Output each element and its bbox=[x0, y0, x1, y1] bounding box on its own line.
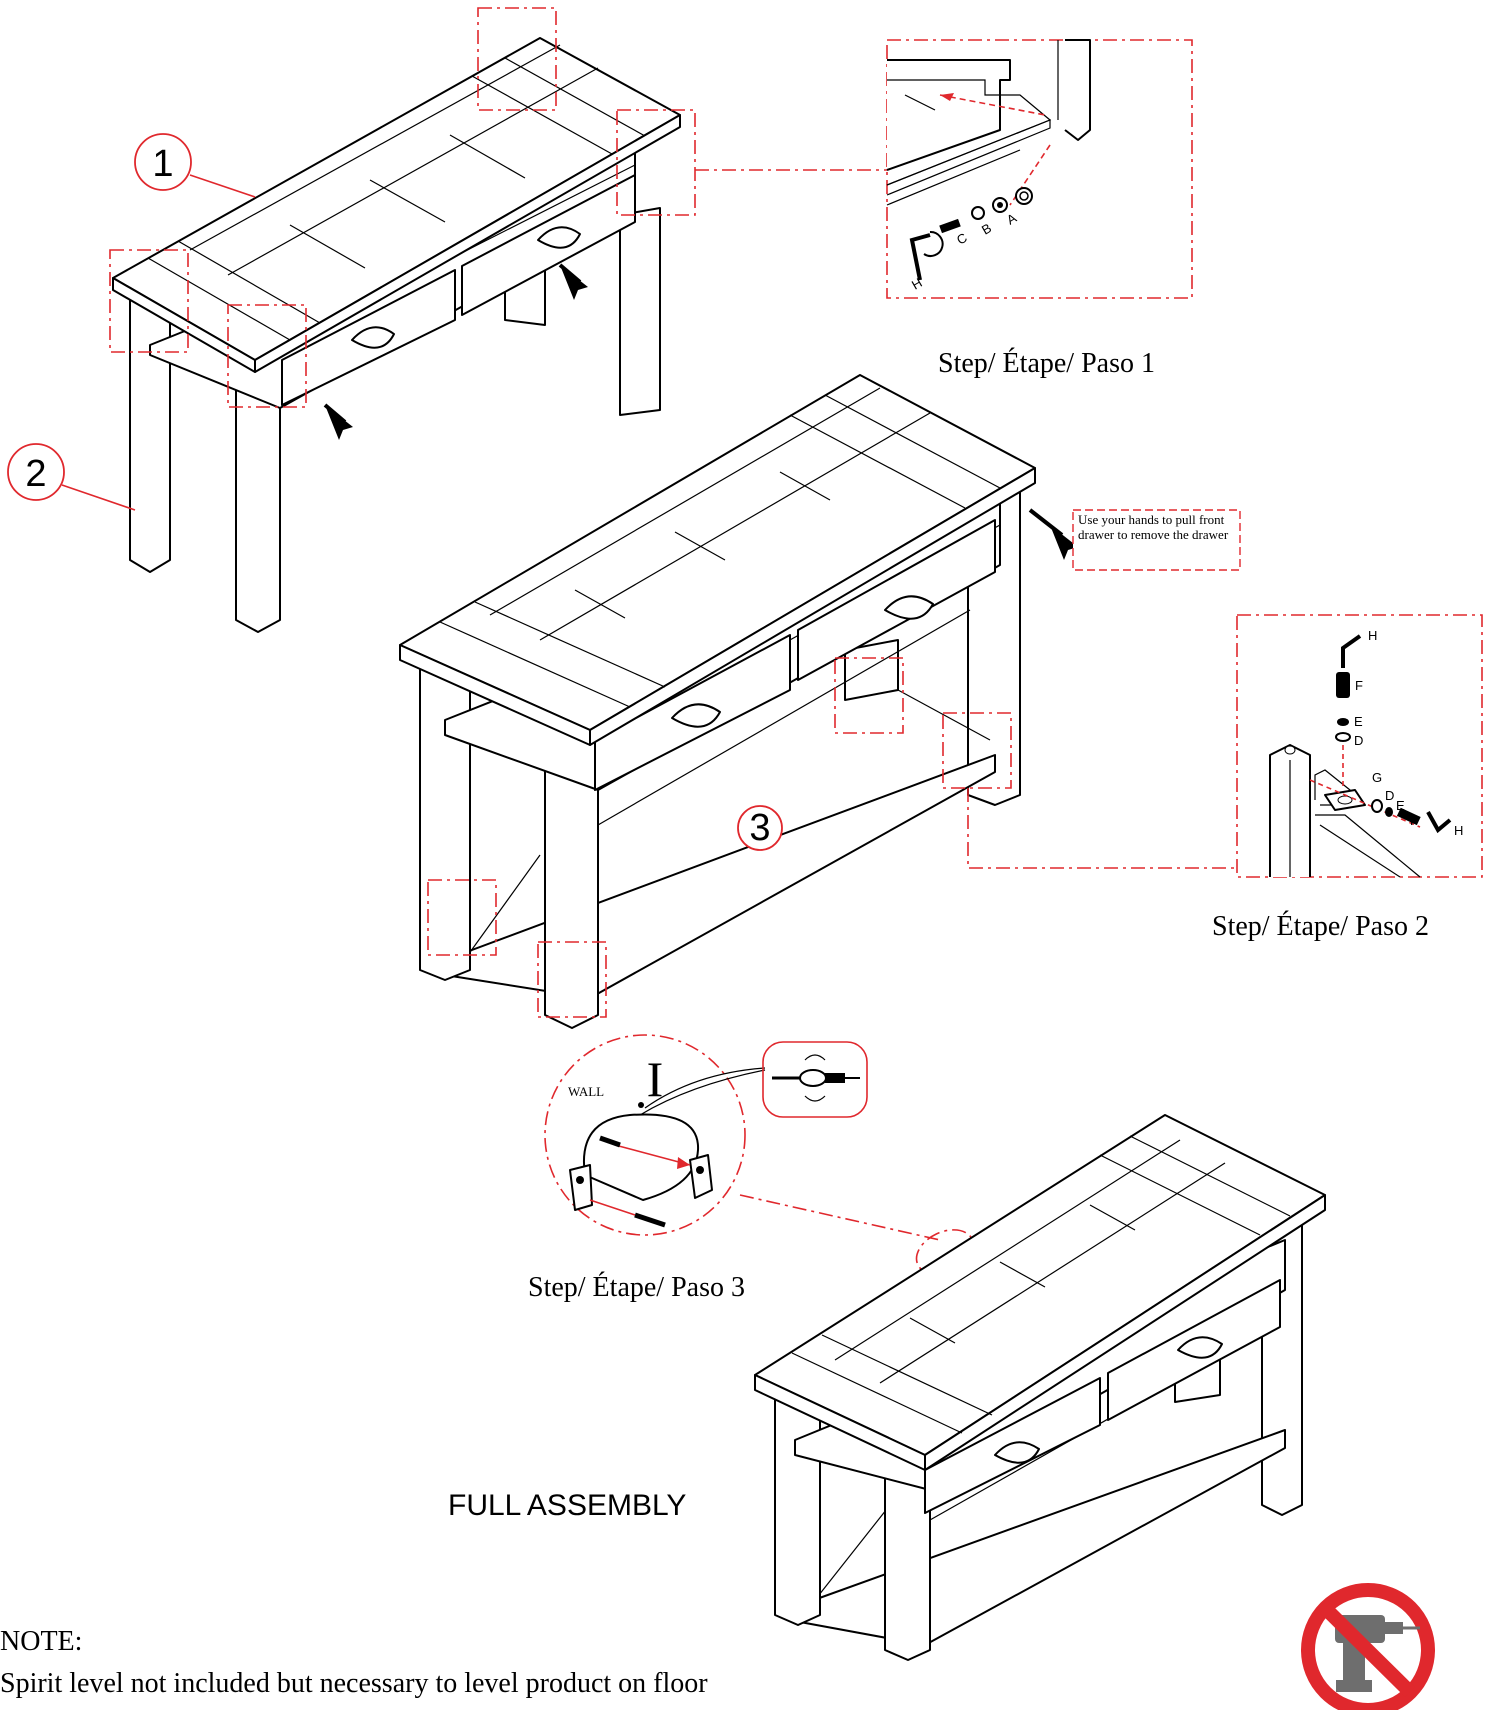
drawer-note-text: Use your hands to pull front drawer to r… bbox=[1078, 512, 1229, 542]
svg-text:H: H bbox=[1368, 628, 1377, 643]
callout-1: 1 bbox=[134, 133, 256, 198]
note-heading: NOTE: bbox=[0, 1626, 82, 1657]
step1-detail: H C B A bbox=[886, 39, 1193, 299]
table-drawing-2 bbox=[399, 374, 1237, 1029]
wall-part-label: I bbox=[647, 1051, 664, 1107]
svg-text:E: E bbox=[1354, 714, 1363, 729]
arrow-icon bbox=[325, 405, 353, 440]
svg-text:2: 2 bbox=[25, 453, 46, 495]
drawer-note: Use your hands to pull front drawer to r… bbox=[1072, 509, 1241, 571]
arrow-icon bbox=[1050, 525, 1078, 560]
svg-text:G: G bbox=[1372, 770, 1382, 785]
allen-key-icon bbox=[1341, 634, 1362, 668]
svg-text:C: C bbox=[954, 230, 970, 248]
svg-text:E: E bbox=[1396, 798, 1405, 813]
wall-label: WALL bbox=[568, 1084, 604, 1099]
allen-key-icon bbox=[909, 233, 931, 281]
table-drawing-3 bbox=[754, 1114, 1326, 1661]
step2-detail: H F E D G D E F H bbox=[1236, 614, 1483, 878]
svg-text:A: A bbox=[1004, 210, 1019, 227]
no-power-drill-icon bbox=[1301, 1583, 1435, 1710]
step3-detail: WALL I bbox=[544, 1034, 975, 1275]
svg-text:D: D bbox=[1354, 733, 1363, 748]
svg-text:F: F bbox=[1410, 813, 1418, 828]
svg-text:1: 1 bbox=[152, 143, 173, 185]
callout-3: 3 bbox=[737, 805, 783, 851]
table-drawing-1 bbox=[109, 7, 887, 633]
svg-text:H: H bbox=[1454, 823, 1463, 838]
full-assembly-label: FULL ASSEMBLY bbox=[448, 1489, 686, 1522]
step3-label: Step/ Étape/ Paso 3 bbox=[528, 1272, 745, 1303]
svg-text:H: H bbox=[909, 275, 925, 293]
svg-text:B: B bbox=[979, 220, 994, 237]
arrow-icon bbox=[560, 265, 588, 300]
svg-text:3: 3 bbox=[749, 807, 770, 849]
step2-label: Step/ Étape/ Paso 2 bbox=[1212, 911, 1429, 942]
note-text: Spirit level not included but necessary … bbox=[0, 1668, 708, 1699]
step1-label: Step/ Étape/ Paso 1 bbox=[938, 348, 1155, 379]
svg-text:F: F bbox=[1355, 678, 1363, 693]
allen-key-icon bbox=[1426, 811, 1452, 834]
svg-text:D: D bbox=[1385, 788, 1394, 803]
callout-2: 2 bbox=[7, 443, 136, 511]
